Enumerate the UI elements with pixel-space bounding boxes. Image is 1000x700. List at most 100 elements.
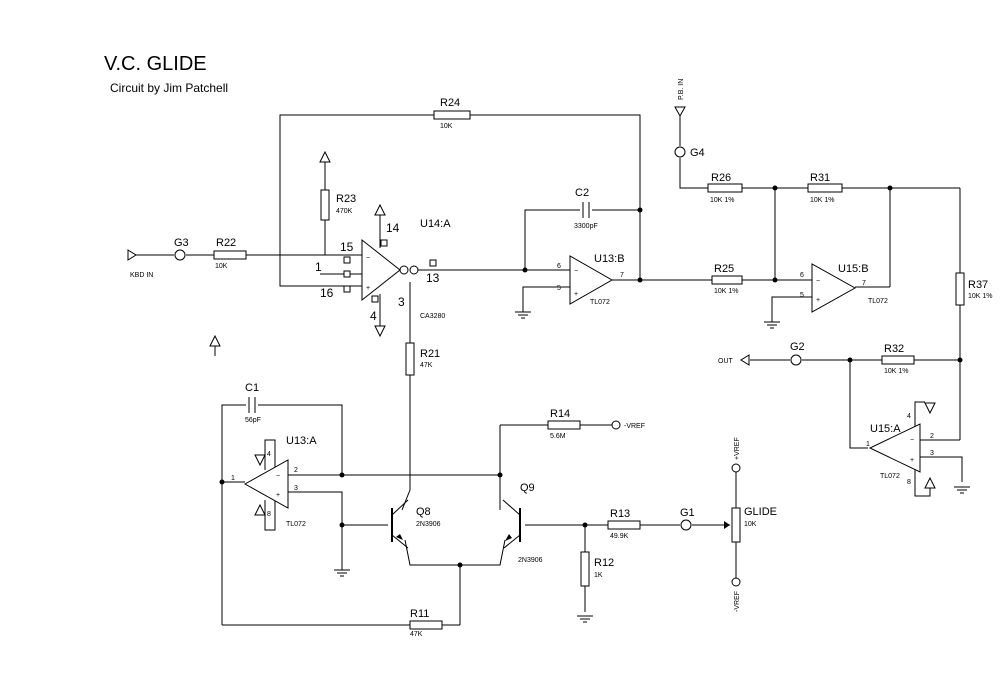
resistor-r37: R37 10K 1%	[955, 272, 993, 306]
svg-text:8: 8	[267, 511, 271, 518]
port-vref-neg: -VREF	[624, 423, 645, 430]
svg-text:10K 1%: 10K 1%	[710, 197, 735, 204]
svg-text:TL072: TL072	[286, 521, 306, 528]
svg-text:−: −	[910, 437, 914, 444]
svg-text:-VREF: -VREF	[734, 591, 741, 612]
svg-text:U15:A: U15:A	[870, 423, 901, 435]
svg-text:+: +	[816, 297, 820, 304]
svg-text:TL072: TL072	[868, 298, 888, 305]
svg-text:13: 13	[426, 271, 440, 285]
svg-text:2: 2	[930, 433, 934, 440]
power-arrow-icons	[209, 150, 936, 516]
svg-text:5.6M: 5.6M	[550, 433, 566, 440]
svg-text:R23: R23	[336, 193, 356, 205]
opamp-u13b: − + U13:B TL072 6 5 7	[557, 253, 625, 306]
transistor-q9: Q9 2N3906	[502, 482, 543, 564]
svg-text:2N3906: 2N3906	[518, 557, 543, 564]
svg-text:7: 7	[620, 272, 624, 279]
svg-text:8: 8	[907, 479, 911, 486]
svg-text:−: −	[366, 255, 370, 262]
junctions	[219, 185, 963, 568]
svg-text:15: 15	[340, 240, 354, 254]
port-kbd-in: KBD IN	[127, 249, 153, 279]
svg-text:5: 5	[800, 292, 804, 299]
resistor-r26: R26 10K 1%	[707, 172, 743, 204]
svg-text:-VREF: -VREF	[624, 423, 645, 430]
resistor-r32: R32 10K 1%	[881, 343, 915, 375]
svg-text:TL072: TL072	[880, 473, 900, 480]
svg-text:U13:B: U13:B	[594, 253, 625, 265]
page-title: V.C. GLIDE	[104, 53, 207, 75]
svg-text:R21: R21	[420, 348, 440, 360]
svg-text:49.9K: 49.9K	[610, 533, 629, 540]
svg-text:R14: R14	[550, 408, 570, 420]
svg-text:R25: R25	[714, 263, 734, 275]
svg-text:GLIDE: GLIDE	[744, 506, 777, 518]
svg-text:+VREF: +VREF	[734, 437, 741, 460]
svg-text:10K: 10K	[440, 123, 453, 130]
opamp-u15a: − + U15:A TL072 2 3 1 4 8	[866, 413, 934, 486]
svg-text:OUT: OUT	[718, 358, 734, 365]
svg-text:4: 4	[267, 451, 271, 458]
transistor-q8: Q8 2N3906	[391, 499, 441, 549]
resistor-r31: R31 10K 1%	[807, 172, 843, 204]
svg-text:1: 1	[231, 475, 235, 482]
svg-text:R22: R22	[216, 237, 236, 249]
resistor-r22: R22 10K	[213, 237, 247, 270]
svg-text:G2: G2	[790, 341, 805, 353]
svg-text:+: +	[910, 457, 914, 464]
svg-text:4: 4	[907, 413, 911, 420]
svg-text:3300pF: 3300pF	[574, 223, 598, 230]
svg-text:16: 16	[320, 286, 334, 300]
resistor-r23: R23 470K	[320, 189, 356, 221]
svg-text:P.B. IN: P.B. IN	[678, 79, 685, 100]
port-vref-neg2: -VREF	[734, 591, 741, 612]
svg-text:Q8: Q8	[416, 506, 431, 518]
node-g1: G1	[680, 507, 695, 531]
resistor-r13: R13 49.9K	[607, 508, 641, 540]
port-vref-pos: +VREF	[734, 437, 741, 460]
resistor-r12: R12 1K	[580, 551, 614, 587]
svg-text:CA3280: CA3280	[420, 313, 445, 320]
opamp-u13a: − + U13:A TL072 2 3 1 4 8	[231, 435, 317, 528]
resistor-r11: R11 47K	[409, 608, 443, 638]
svg-text:−: −	[574, 268, 578, 275]
page-subtitle: Circuit by Jim Patchell	[110, 81, 228, 95]
svg-text:U13:A: U13:A	[286, 435, 317, 447]
svg-text:R26: R26	[711, 172, 731, 184]
svg-text:56pF: 56pF	[245, 417, 261, 424]
opamp-u15b: − + U15:B TL072 6 5 7	[800, 263, 888, 313]
svg-text:6: 6	[800, 272, 804, 279]
svg-text:R24: R24	[440, 97, 460, 109]
svg-text:1: 1	[866, 441, 870, 448]
svg-text:Q9: Q9	[520, 482, 535, 494]
svg-text:+: +	[366, 285, 370, 292]
svg-text:+: +	[276, 492, 280, 499]
ground-symbols	[334, 311, 970, 623]
svg-text:3: 3	[294, 485, 298, 492]
resistor-r14: R14 5.6M	[547, 408, 581, 440]
svg-text:10K: 10K	[215, 263, 228, 270]
node-vref-taps	[611, 420, 741, 587]
port-pb-in: P.B. IN	[674, 79, 686, 118]
svg-text:47K: 47K	[420, 362, 433, 369]
node-g3: G3	[174, 237, 189, 261]
svg-text:C1: C1	[245, 382, 259, 394]
svg-text:470K: 470K	[336, 208, 353, 215]
svg-text:1: 1	[315, 260, 322, 274]
svg-text:6: 6	[557, 263, 561, 270]
svg-text:3: 3	[930, 450, 934, 457]
svg-text:R37: R37	[968, 279, 988, 291]
svg-text:U15:B: U15:B	[838, 263, 869, 275]
svg-text:−: −	[276, 473, 280, 480]
svg-text:2N3906: 2N3906	[416, 521, 441, 528]
svg-text:G1: G1	[680, 507, 695, 519]
node-g2: G2	[790, 341, 805, 366]
svg-text:KBD IN: KBD IN	[130, 272, 153, 279]
svg-text:G4: G4	[690, 147, 705, 159]
svg-text:2: 2	[294, 467, 298, 474]
resistor-r24: R24 10K	[433, 97, 471, 130]
svg-text:U14:A: U14:A	[420, 218, 451, 230]
node-g4: G4	[674, 146, 705, 159]
svg-text:47K: 47K	[410, 631, 423, 638]
